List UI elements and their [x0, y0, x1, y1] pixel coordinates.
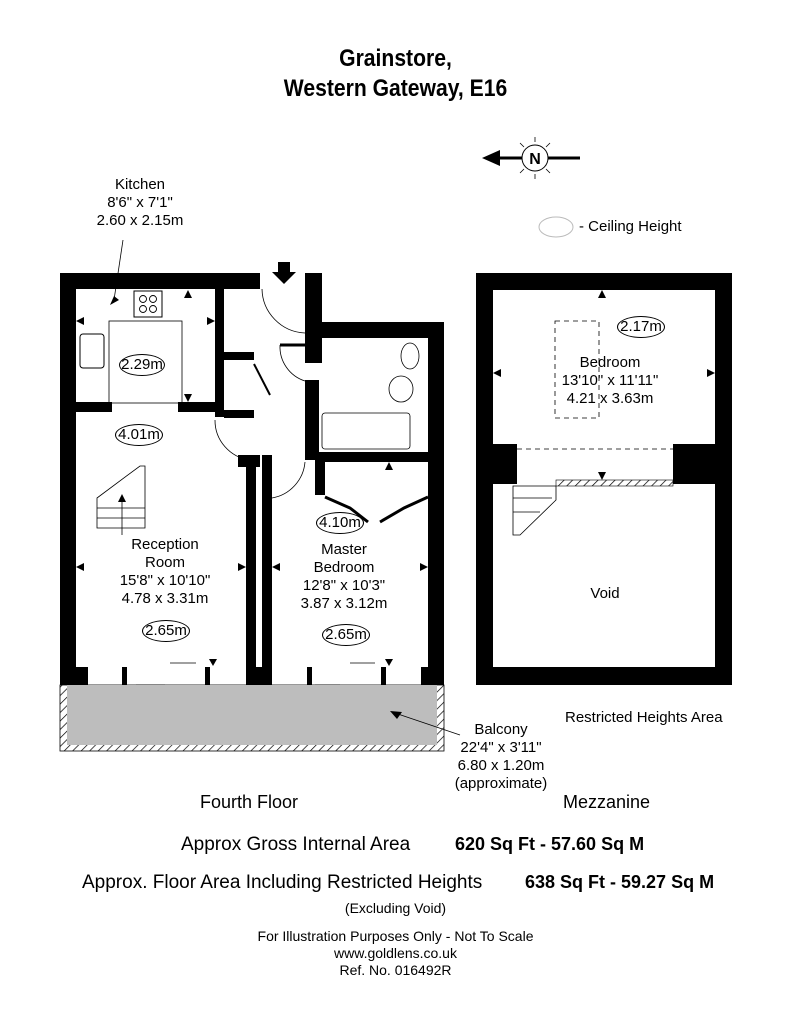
compass-north-arrow-icon: N: [482, 137, 580, 179]
restricted-area-value: 638 Sq Ft - 59.27 Sq M: [525, 872, 715, 892]
kitchen-name: Kitchen: [114, 176, 166, 193]
reference-number: Ref. No. 016492R: [339, 962, 452, 978]
restricted-area-label: Approx. Floor Area Including Restricted …: [82, 872, 483, 893]
kitchen-ceiling-height: 2.29m: [119, 354, 165, 376]
page-title-line2: Western Gateway, E16: [283, 75, 508, 102]
reception-name-line1: Reception: [131, 536, 199, 553]
kitchen-label: Kitchen 8'6" x 7'1" 2.60 x 2.15m: [88, 176, 192, 230]
svg-text:N: N: [529, 151, 541, 168]
excluding-void-note: (Excluding Void): [344, 900, 447, 916]
master-bedroom-top-ceiling-height: 4.10m: [316, 512, 364, 534]
master-bedroom-imperial: 12'8" x 10'3": [302, 577, 386, 594]
balcony-imperial: 22'4" x 3'11": [460, 739, 542, 756]
balcony-floor: [67, 685, 437, 745]
mezzanine-staircase-icon: [512, 485, 557, 536]
balcony-metric: 6.80 x 1.20m: [457, 757, 545, 774]
gross-area-label: Approx Gross Internal Area: [181, 834, 411, 855]
master-bedroom-name-line1: Master: [321, 541, 367, 558]
mezzanine-bedroom-name: Bedroom: [579, 354, 641, 371]
mezzanine-bedroom-label: Bedroom 13'10" x 11'11" 4.21 x 3.63m: [548, 354, 672, 408]
mezzanine-bedroom-metric: 4.21 x 3.63m: [566, 390, 654, 407]
hob-icon: [133, 290, 163, 318]
reception-ceiling-height: 2.65m: [142, 620, 190, 642]
bath-icon: [321, 412, 411, 450]
restricted-heights-label: Restricted Heights Area: [565, 709, 723, 726]
balcony-note: (approximate): [454, 775, 548, 792]
mezzanine-label: Mezzanine: [563, 792, 651, 812]
legend-ceiling-height-label: - Ceiling Height: [579, 218, 682, 235]
reception-name-line2: Room: [144, 554, 185, 571]
sink-icon: [79, 333, 105, 369]
kitchen-metric: 2.60 x 2.15m: [96, 212, 184, 229]
master-bedroom-ceiling-height: 2.65m: [322, 624, 370, 646]
reception-imperial: 15'8" x 10'10": [119, 572, 211, 589]
page-title-line1: Grainstore,: [339, 45, 452, 72]
reception-room-label: Reception Room 15'8" x 10'10" 4.78 x 3.3…: [100, 536, 230, 608]
skylight-outline: [554, 320, 600, 419]
basin-icon: [400, 342, 420, 370]
balcony-label: Balcony 22'4" x 3'11" 6.80 x 1.20m (appr…: [446, 721, 556, 793]
fourth-floor-walls: [60, 273, 444, 685]
website: www.goldlens.co.uk: [334, 945, 457, 961]
mezzanine-bedroom-ceiling-height: 2.17m: [617, 316, 665, 338]
toilet-icon: [388, 375, 414, 403]
kitchen-imperial: 8'6" x 7'1": [107, 194, 173, 211]
fourth-floor-label: Fourth Floor: [200, 792, 299, 812]
disclaimer: For Illustration Purposes Only - Not To …: [257, 928, 534, 944]
entrance-arrow-icon: [272, 262, 296, 284]
master-bedroom-metric: 3.87 x 3.12m: [300, 595, 388, 612]
entrance-door-swing: [261, 288, 306, 334]
void-label: Void: [590, 585, 620, 602]
oval-ceiling-height-icon: [538, 216, 574, 238]
kitchen-island: [108, 320, 183, 404]
master-bedroom-name-line2: Bedroom: [313, 559, 375, 576]
mezzanine-bedroom-imperial: 13'10" x 11'11": [561, 372, 659, 389]
gross-area-row: Approx Gross Internal Area: [181, 834, 410, 856]
gross-area-value: 620 Sq Ft - 57.60 Sq M: [455, 834, 645, 854]
balcony-name: Balcony: [474, 721, 528, 738]
master-bedroom-label: Master Bedroom 12'8" x 10'3" 3.87 x 3.12…: [282, 541, 406, 613]
mezzanine-walls: [476, 273, 732, 685]
reception-metric: 4.78 x 3.31m: [121, 590, 209, 607]
hall-ceiling-height: 4.01m: [115, 424, 163, 446]
